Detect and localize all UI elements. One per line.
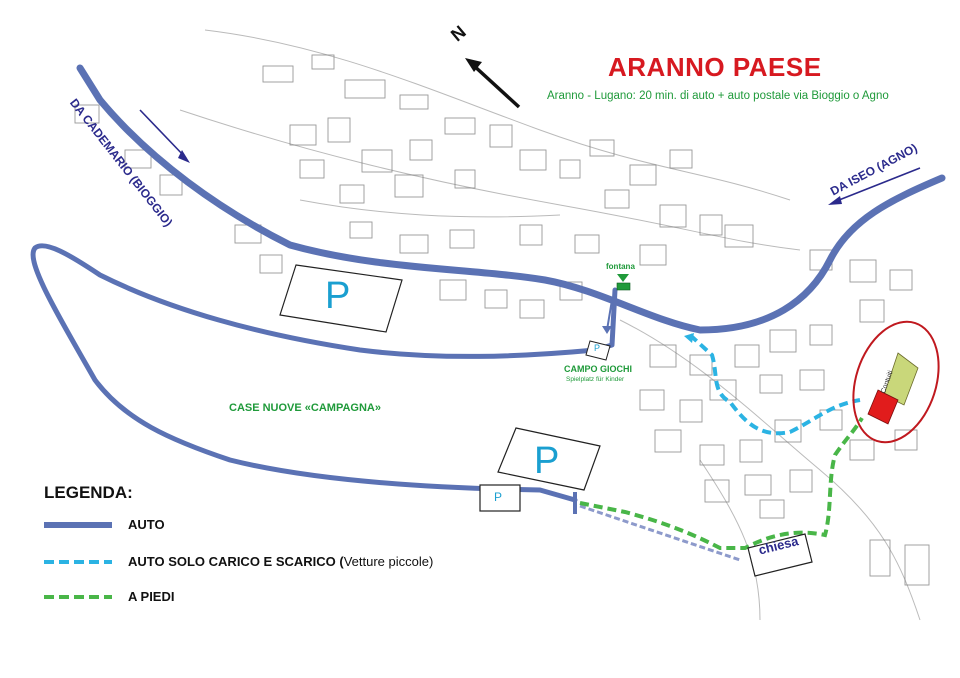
parking-label-4: P — [594, 343, 601, 353]
parking-box-1 — [279, 264, 403, 333]
campo-giochi-label: CAMPO GIOCHI — [564, 364, 633, 374]
parking-box-4 — [585, 340, 611, 361]
auto-continuation — [579, 504, 741, 562]
parking-box-2 — [497, 427, 601, 491]
piedi-route — [579, 416, 864, 550]
auto-connector — [606, 299, 613, 331]
auto-loop-inner — [38, 249, 101, 381]
case-nuove-label: CASE NUOVE «CAMPAGNA» — [229, 402, 381, 414]
parking-label-1: P — [325, 275, 351, 317]
building-outlines — [74, 54, 930, 586]
map-title: ARANNO PAESE — [608, 52, 822, 82]
connector-arrowhead — [602, 326, 612, 334]
parking-box-3 — [479, 484, 521, 512]
legend-carico-label: AUTO SOLO CARICO E SCARICO (Vetture picc… — [128, 554, 433, 569]
legend-carico-main: AUTO SOLO CARICO E SCARICO ( — [128, 554, 344, 569]
auto-route-main — [76, 64, 946, 334]
carico-arrowhead — [684, 333, 694, 343]
carico-route — [688, 333, 861, 436]
legend-auto-label: AUTO — [128, 517, 165, 532]
spielplatz-label: Spielplatz für Kinder — [566, 376, 625, 383]
fountain-icon — [616, 274, 631, 291]
arrow-iseo — [828, 167, 921, 205]
secondary-streets — [179, 29, 921, 621]
parking-label-3: P — [494, 490, 503, 504]
legend-piedi-label: A PIEDI — [128, 589, 175, 604]
parking-label-2: P — [534, 440, 560, 482]
auto-route-loop — [30, 243, 618, 503]
contuiti-highlight — [852, 320, 940, 444]
fontana-label: fontana — [606, 262, 635, 271]
legend-title: LEGENDA: — [44, 483, 133, 502]
legend-carico-note: Vetture piccole) — [343, 554, 434, 569]
chiesa-building — [747, 533, 813, 577]
north-arrow-icon — [465, 58, 521, 109]
arrow-cademario — [139, 109, 190, 163]
map-subtitle: Aranno - Lugano: 20 min. di auto + auto … — [547, 90, 889, 102]
